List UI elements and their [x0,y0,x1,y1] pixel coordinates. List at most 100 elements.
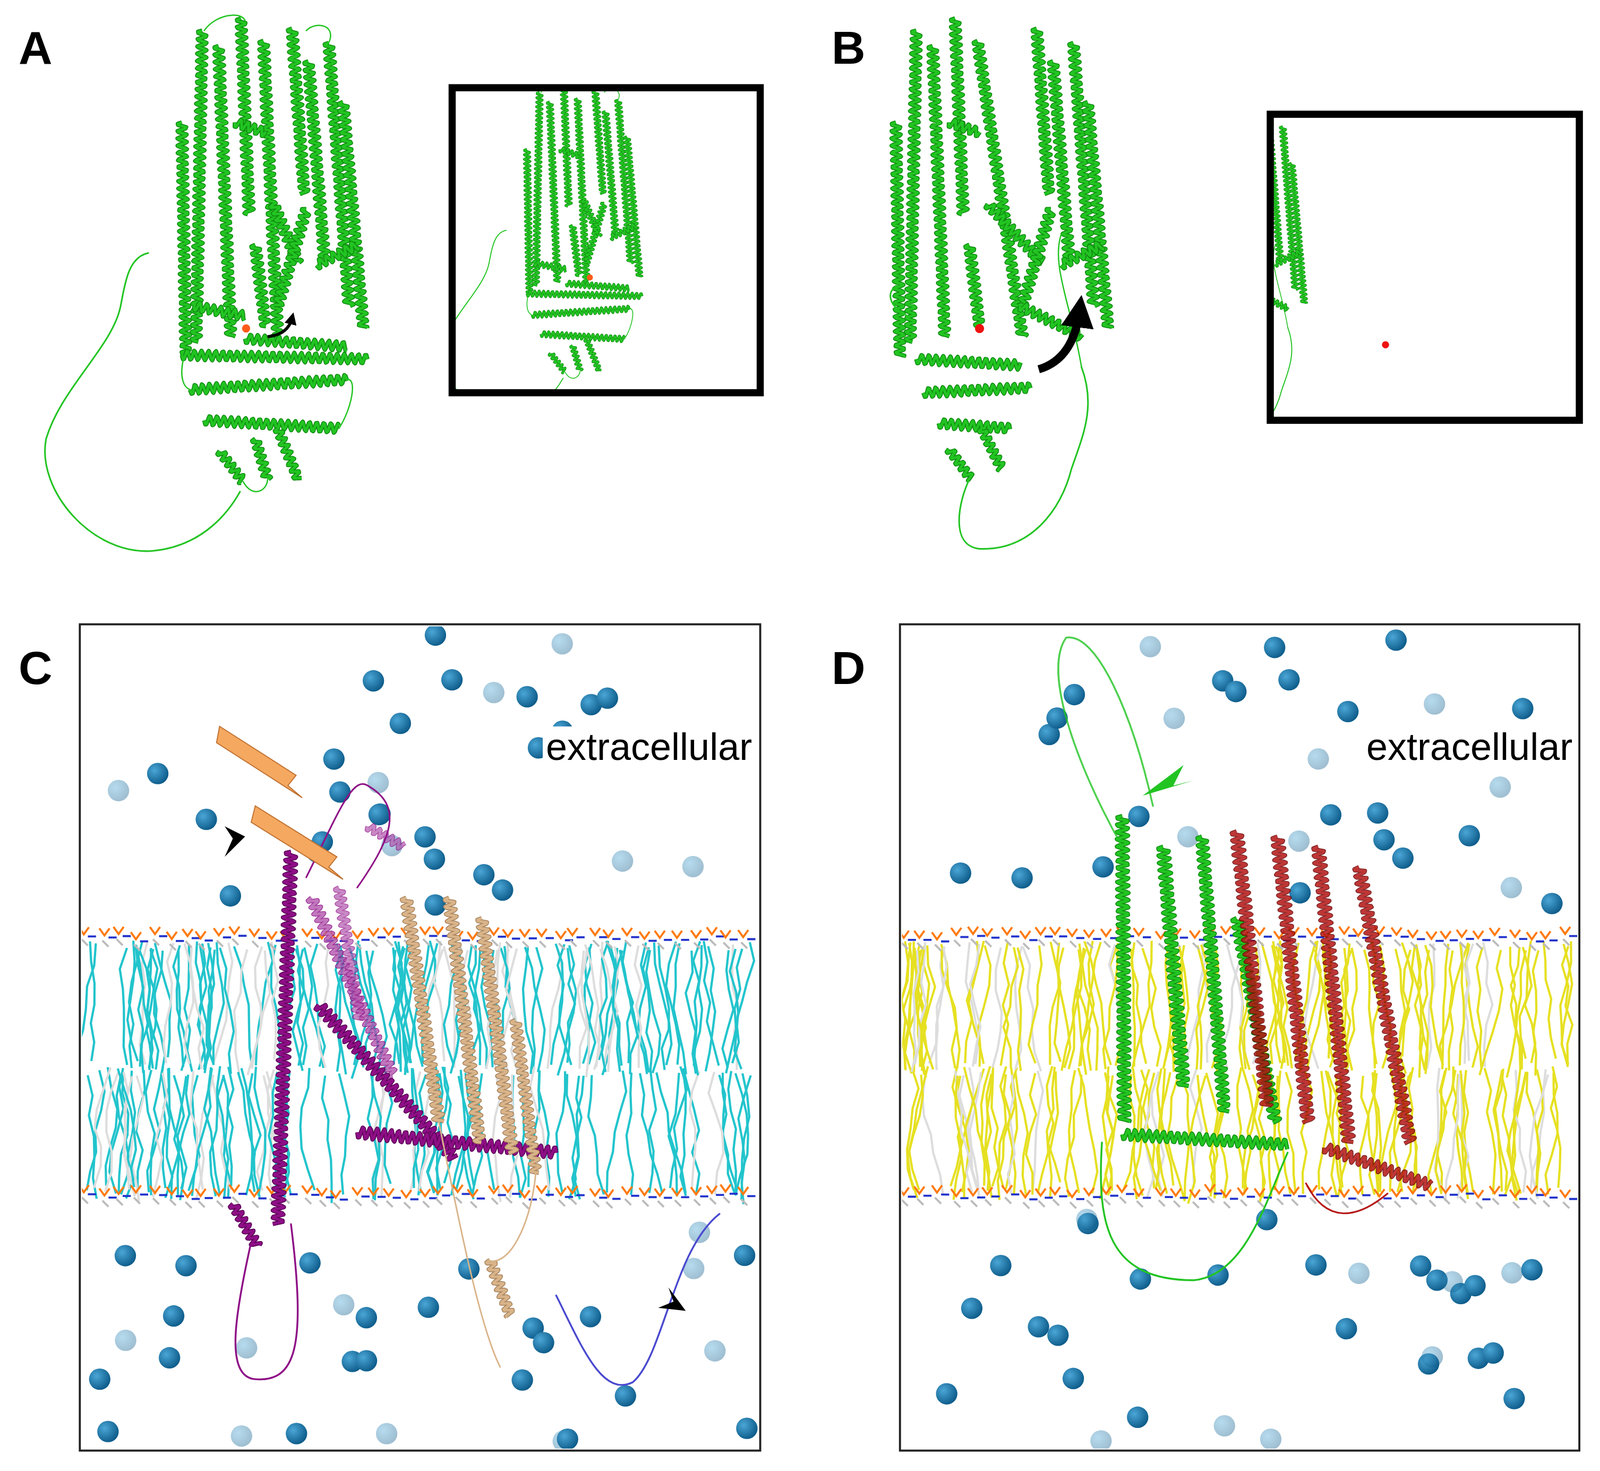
lipid-head [1489,927,1500,935]
lipid-tail [643,947,653,1071]
ion-sphere [389,712,412,734]
lipid-glycerol [216,1200,224,1208]
lipid-head [1002,927,1013,935]
helix-edge [547,101,561,282]
lipid-head [1220,926,1231,934]
lipid-head [663,1196,672,1200]
helix-ribbon [891,122,905,358]
lipid-head [377,936,386,939]
lipid-head [1348,1197,1357,1200]
lipid-tail [1065,1074,1082,1197]
lipid-tail [953,1075,962,1200]
lipid-head [302,928,313,936]
protein-helix [891,122,905,358]
lipid-tail [1551,1066,1561,1188]
lipid-head [567,1185,578,1193]
helix-ribbon [1158,846,1189,1086]
lipid-glycerol [1104,1198,1111,1205]
lipid-head [140,1193,149,1196]
protein-loop [306,25,331,44]
lipid-tail [1103,943,1118,1069]
protein-helix [229,1203,261,1246]
lipid-head [1282,1194,1291,1197]
ion-sphere [323,748,345,770]
lipid-head [214,1188,225,1196]
lipid-tail [978,945,991,1067]
curved-arrow [1038,311,1080,370]
lipid-glycerol [1563,938,1570,946]
lipid-tail [1562,946,1573,1066]
helix-edge [304,61,329,260]
lipid-head [951,1188,962,1196]
helix-ribbon [584,339,602,371]
lipid-head [1407,929,1418,937]
lipid-head [1526,1185,1537,1193]
lipid-tail [1347,947,1357,1068]
ion-sphere [375,1423,398,1445]
lipid-glycerol [522,941,529,948]
helix-ribbon [1083,101,1112,329]
lipid-head [612,1198,621,1201]
lipid-glycerol [1277,1198,1284,1205]
lipid-head [502,1184,513,1192]
lipid-tail [1105,1072,1115,1194]
lipid-tail [1460,1070,1468,1199]
protein-helix [965,244,983,327]
lipid-head [1164,1195,1173,1199]
lipid-head [497,935,506,938]
protein-helix [526,291,643,299]
lipid-glycerol [625,1199,632,1206]
lipid-tail [1142,948,1161,1067]
lipid-tail [1182,949,1209,1074]
lipid-tail [610,945,620,1072]
lipid-glycerol [1324,1199,1331,1206]
lipid-tail [1543,941,1556,1059]
protein-helix [916,355,1021,370]
lipid-glycerol [1476,943,1483,950]
helix-edge [559,147,579,158]
lipid-head [182,1189,193,1197]
lipid-tail [588,1074,604,1195]
lipid-head [122,935,131,938]
lipid-tail [1049,947,1064,1065]
lipid-glycerol [355,1199,362,1206]
lipid-glycerol [709,939,717,946]
helix-ribbon [191,30,207,342]
lipid-head [599,1196,607,1199]
lipid-glycerol [491,1198,499,1205]
lipid-head [108,936,117,939]
panel-letter: A [18,24,53,72]
protein-helix [549,353,566,374]
lipid-tail [1068,1070,1080,1193]
lipid-tail [646,950,661,1074]
lipid-head [1549,1196,1558,1199]
lipid-glycerol [116,938,123,946]
protein-helix [948,120,980,136]
lipid-tail [673,943,687,1075]
lipid-head [238,1192,247,1195]
lipid-head [1449,1193,1458,1196]
ion-sphere [557,1428,579,1449]
lipid-glycerol [232,938,239,946]
lipid-glycerol [1038,1200,1046,1208]
lipid-tail [1196,945,1209,1070]
ion-sphere [1047,1324,1069,1346]
lipid-tail [412,1068,418,1188]
helix-edge [1289,163,1307,304]
ion-sphere [1129,1268,1151,1290]
lipid-head [452,1184,463,1192]
lipid-glycerol [333,1202,340,1210]
helix-edge [191,30,207,342]
lipid-head [706,927,717,935]
beta-sheet [216,726,303,798]
lipid-tail [443,1066,453,1184]
lipid-head [621,927,632,935]
lipid-head [1519,1198,1528,1201]
lipid-head [249,1188,260,1196]
lipid-glycerol [152,1198,160,1205]
helix-ribbon [1323,1144,1433,1189]
protein-helix [624,136,643,277]
protein-loop [306,783,390,888]
curved-arrow [267,318,293,337]
lipid-glycerol [694,1199,701,1206]
